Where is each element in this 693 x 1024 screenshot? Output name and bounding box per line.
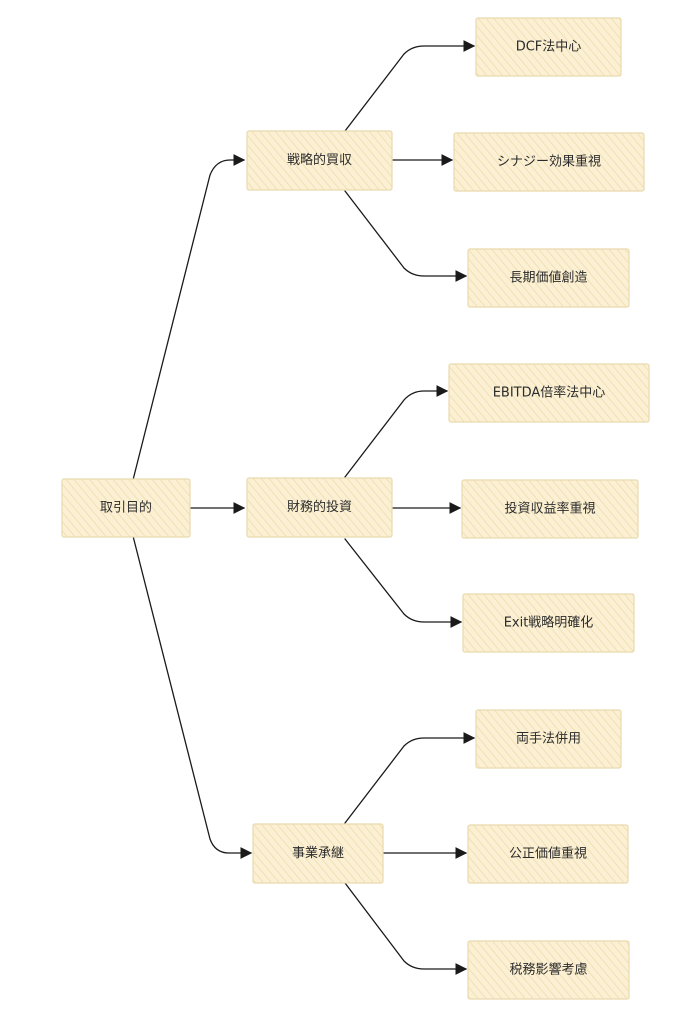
edge-root-to-succession (132, 535, 253, 859)
node-strategic[interactable]: 戦略的買収 (246, 130, 393, 191)
node-financial[interactable]: 財務的投資 (246, 477, 393, 538)
edge-root-to-strategic (132, 154, 246, 481)
node-financial-child-2[interactable]: 投資収益率重視 (461, 479, 639, 539)
node-succession-child-1-label: 両手法併用 (516, 732, 581, 747)
node-succession-child-2[interactable]: 公正価値重視 (467, 824, 629, 884)
node-strategic-child-2[interactable]: シナジー効果重視 (453, 132, 645, 192)
node-financial-child-1[interactable]: EBITDA倍率法中心 (448, 363, 650, 423)
edge-strategic-to-longterm (344, 190, 468, 282)
edge-financial-to-ebitda (344, 385, 449, 478)
node-strategic-label: 戦略的買収 (287, 152, 352, 168)
edge-financial-to-exit (344, 538, 463, 628)
node-root[interactable]: 取引目的 (61, 478, 191, 538)
node-financial-child-3[interactable]: Exit戦略明確化 (462, 593, 635, 653)
node-succession-child-3[interactable]: 税務影響考慮 (467, 940, 630, 1000)
node-root-label: 取引目的 (100, 500, 152, 516)
node-financial-label: 財務的投資 (287, 499, 352, 515)
node-financial-child-1-label: EBITDA倍率法中心 (493, 385, 606, 401)
edge-succession-to-tax (344, 882, 468, 975)
node-succession-child-2-label: 公正価値重視 (509, 846, 587, 862)
node-strategic-child-3-label: 長期価値創造 (509, 270, 587, 286)
node-strategic-child-1-label: DCF法中心 (516, 40, 582, 55)
node-financial-child-2-label: 投資収益率重視 (504, 501, 595, 517)
node-succession-child-1[interactable]: 両手法併用 (475, 709, 622, 769)
node-succession-child-3-label: 税務影響考慮 (509, 962, 587, 978)
node-strategic-child-3[interactable]: 長期価値創造 (467, 248, 630, 308)
node-succession-label: 事業承継 (292, 845, 344, 861)
node-strategic-child-2-label: シナジー効果重視 (497, 154, 601, 170)
node-strategic-child-1[interactable]: DCF法中心 (475, 17, 622, 77)
node-financial-child-3-label: Exit戦略明確化 (504, 615, 594, 631)
edge-strategic-to-dcf (344, 40, 476, 132)
edge-succession-to-both (344, 732, 476, 824)
node-succession[interactable]: 事業承継 (252, 823, 384, 884)
